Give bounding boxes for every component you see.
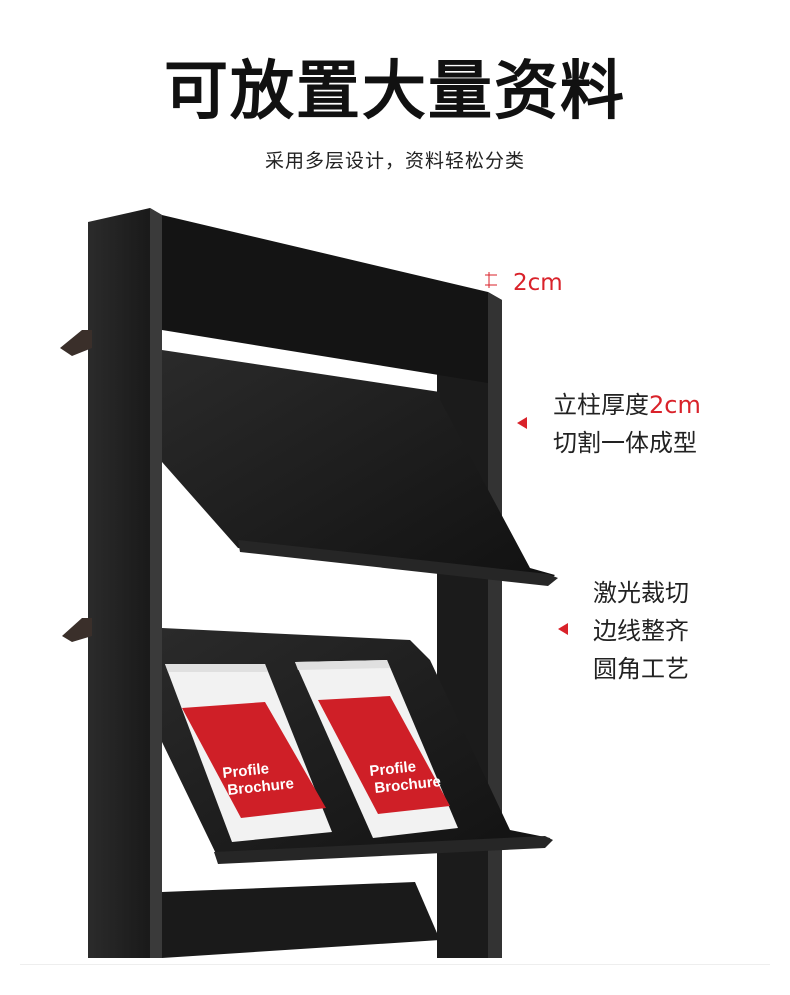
hook-lower xyxy=(62,618,92,642)
note2-line1: 激光裁切 xyxy=(593,579,689,607)
brochure-right xyxy=(295,660,458,838)
marker-arrow-1 xyxy=(517,417,527,429)
brochure-left-title-1: Profile xyxy=(222,760,270,782)
brochure-right-title-1: Profile xyxy=(369,758,417,780)
brochure-left-title-2: Brochure xyxy=(227,775,295,799)
annotation-post-thickness: 立柱厚度2cm 切割一体成型 xyxy=(553,386,701,462)
note1-prefix: 立柱厚度 xyxy=(553,391,649,419)
note1-line2: 切割一体成型 xyxy=(553,429,697,457)
page-subtitle: 采用多层设计，资料轻松分类 xyxy=(264,150,525,172)
marker-arrow-2 xyxy=(558,623,568,635)
note1-highlight: 2cm xyxy=(649,391,701,419)
top-crossbar xyxy=(162,215,488,383)
right-post xyxy=(437,292,502,958)
annotation-laser-cut: 激光裁切 边线整齐 圆角工艺 xyxy=(593,574,689,688)
bottom-shelf xyxy=(162,882,440,958)
dimension-marker xyxy=(485,272,497,288)
brochure-right-title-2: Brochure xyxy=(374,773,442,797)
bottom-divider xyxy=(20,964,770,965)
dimension-label: 2cm xyxy=(513,270,563,296)
note2-line2: 边线整齐 xyxy=(593,617,689,645)
note2-line3: 圆角工艺 xyxy=(593,655,689,683)
left-post xyxy=(88,208,162,958)
upper-shelf xyxy=(162,350,558,586)
brochure-left xyxy=(165,664,332,842)
hook-upper xyxy=(60,330,92,356)
page-title: 可放置大量资料 xyxy=(164,55,626,129)
